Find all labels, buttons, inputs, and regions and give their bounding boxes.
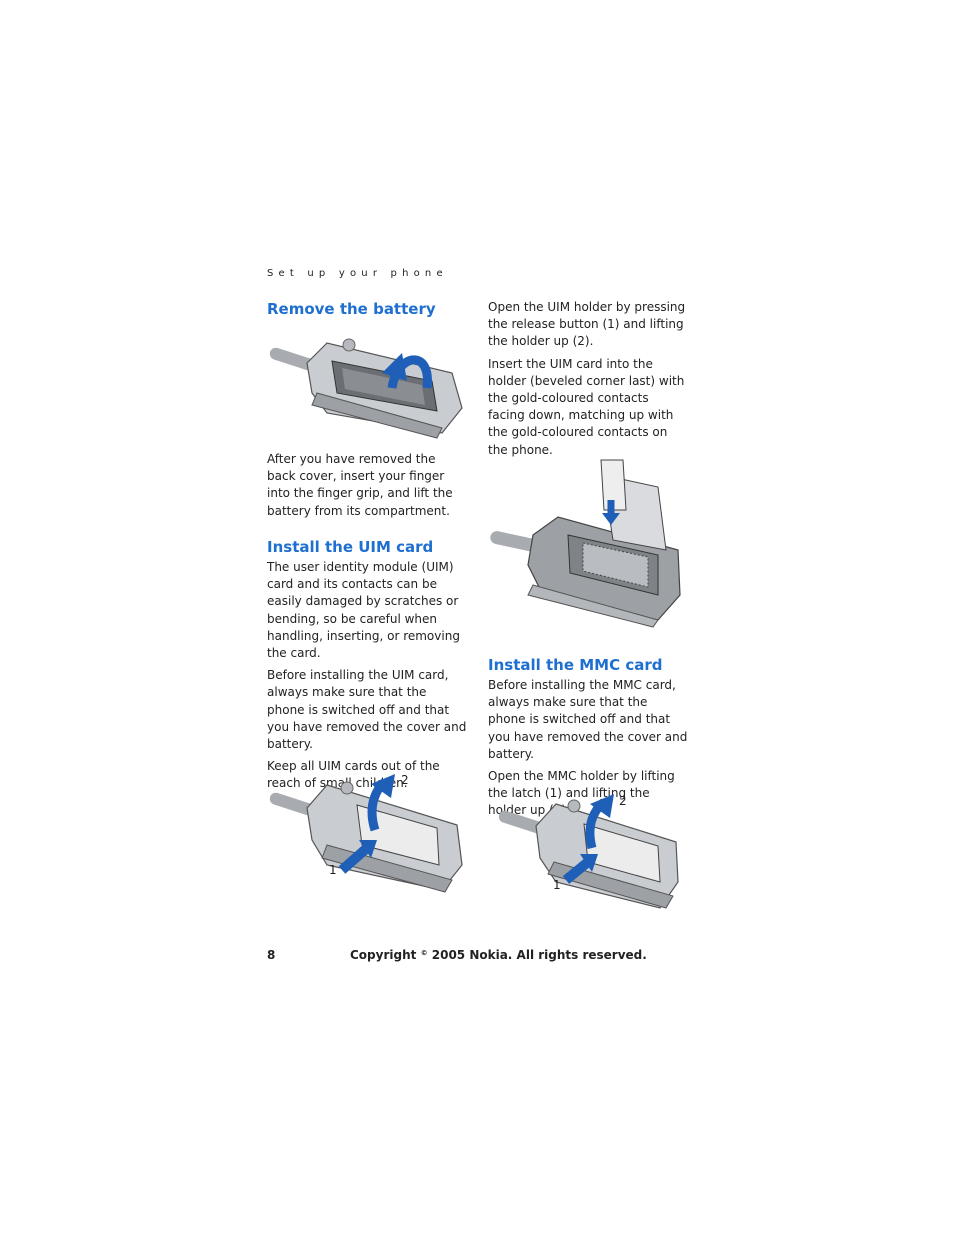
install-mmc-heading: Install the MMC card bbox=[488, 656, 663, 674]
uim-release-illustration: 2 1 bbox=[269, 773, 463, 893]
copyright-suffix: 2005 Nokia. All rights reserved. bbox=[431, 948, 647, 962]
remove-battery-text: After you have removed the back cover, i… bbox=[267, 452, 453, 518]
copyright-symbol: © bbox=[420, 949, 428, 957]
install-uim-heading: Install the UIM card bbox=[267, 538, 434, 556]
callout-1-label: 1 bbox=[329, 863, 337, 877]
uim-paragraph-1: The user identity module (UIM) card and … bbox=[267, 560, 460, 661]
copyright-prefix: Copyright bbox=[350, 948, 417, 962]
right-column-top: Open the UIM holder by pressing the rele… bbox=[488, 299, 688, 464]
remove-battery-illustration bbox=[269, 338, 463, 439]
uim-insert-text: Insert the UIM card into the holder (bev… bbox=[488, 356, 685, 457]
left-column: Remove the battery bbox=[267, 300, 467, 318]
mmc-paragraph-1: Before installing the MMC card, always m… bbox=[488, 678, 688, 761]
mmc-callout-2-label: 2 bbox=[619, 794, 627, 808]
page-number: 8 bbox=[267, 948, 276, 962]
callout-2-label: 2 bbox=[401, 773, 409, 787]
uim-paragraph-3: Keep all UIM cards out of the reach of s… bbox=[267, 759, 440, 791]
mmc-callout-1-label: 1 bbox=[553, 878, 561, 892]
uim-section: Install the UIM card The user identity m… bbox=[267, 538, 467, 798]
uim-paragraph-2: Before installing the UIM card, always m… bbox=[267, 668, 467, 752]
mmc-section: Install the MMC card Before installing t… bbox=[488, 656, 688, 825]
remove-battery-heading: Remove the battery bbox=[267, 300, 436, 318]
running-head: Set up your phone bbox=[267, 268, 448, 279]
copyright-notice: Copyright © 2005 Nokia. All rights reser… bbox=[350, 948, 647, 962]
remove-battery-body: After you have removed the back cover, i… bbox=[267, 451, 467, 525]
uim-open-text: Open the UIM holder by pressing the rele… bbox=[488, 300, 686, 349]
mmc-release-illustration: 2 1 bbox=[498, 794, 679, 909]
uim-insert-illustration bbox=[490, 459, 681, 628]
